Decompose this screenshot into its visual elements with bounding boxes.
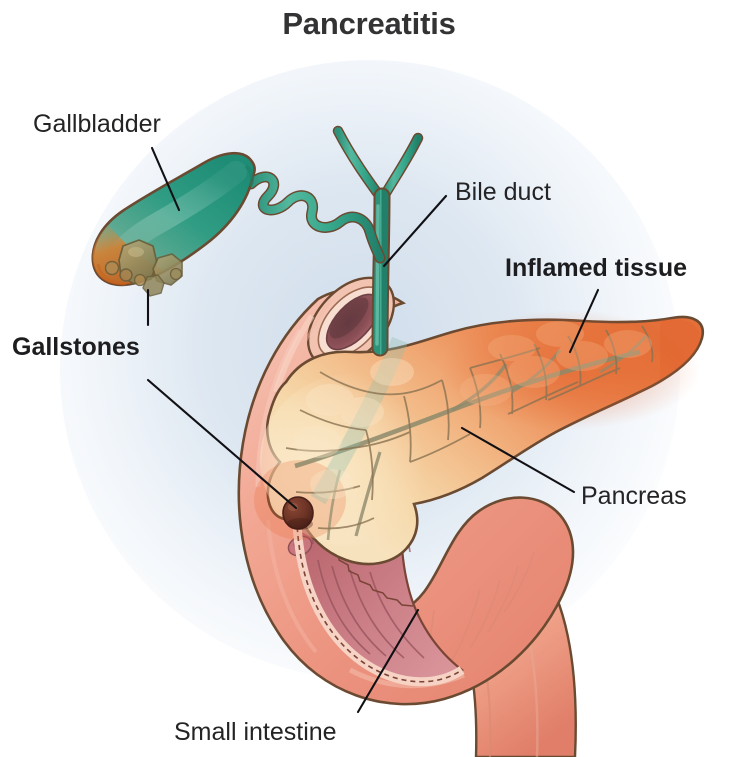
label-inflamed-tissue: Inflamed tissue: [505, 254, 687, 282]
leader-bile-duct: [382, 194, 448, 268]
leader-small-intestine: [356, 608, 420, 714]
page-title: Pancreatitis: [282, 6, 456, 41]
leader-pancreas: [460, 426, 576, 494]
label-pancreas: Pancreas: [581, 482, 687, 510]
label-bile-duct: Bile duct: [455, 178, 551, 206]
pancreas-structure: [254, 310, 705, 566]
leader-gallstones-2: [146, 378, 298, 510]
gallbladder-structure: [91, 151, 256, 297]
bile-duct-structure: [245, 125, 424, 357]
label-gallstones: Gallstones: [12, 333, 140, 361]
label-small-intestine: Small intestine: [174, 718, 337, 746]
gallstones-cluster: [104, 239, 183, 297]
leader-inflamed: [568, 288, 600, 354]
leader-gallbladder: [150, 146, 181, 212]
impacted-gallstone: [282, 496, 314, 530]
label-gallbladder: Gallbladder: [33, 110, 161, 138]
leader-lines: [146, 146, 600, 714]
